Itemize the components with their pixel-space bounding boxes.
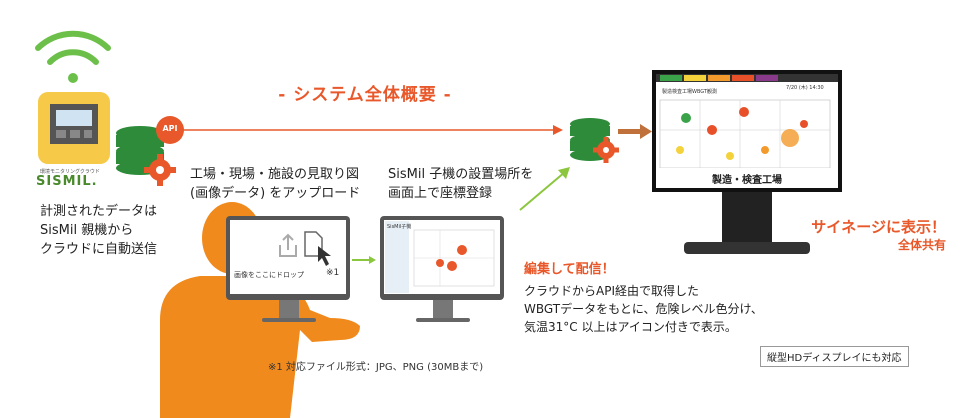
monitor-coordinates: [380, 216, 504, 322]
sensor-caption-line: 計測されたデータは: [40, 204, 158, 219]
upload-icon: [279, 233, 297, 257]
edit-description: クラウドからAPI経由で取得した WBGTデータをもとに、危険レベル色分け、 気…: [524, 282, 763, 336]
vertical-display-note: 縦型HDディスプレイにも対応: [760, 346, 909, 367]
upload-caption-line: (画像データ) をアップロード: [190, 186, 361, 201]
upload-caption-line: 工場・現場・施設の見取り図: [190, 167, 360, 182]
sensor-device-icon: [38, 92, 110, 164]
signage-display: [652, 70, 842, 254]
coordinate-caption: SisMil 子機の設置場所を 画面上で座標登録: [388, 165, 533, 203]
file-format-footnote: ※1 対応ファイル形式：JPG、PNG (30MBまで): [268, 362, 484, 373]
edit-line: 気温31°C 以上はアイコン付きで表示。: [524, 320, 737, 334]
sensor-caption-line: クラウドに自動送信: [40, 242, 158, 257]
sismil-logo-subtitle: 環境モニタリングクラウド: [40, 169, 100, 175]
sensor-caption-line: SisMil 親機から: [40, 223, 134, 238]
upload-caption: 工場・現場・施設の見取り図 (画像データ) をアップロード: [190, 165, 360, 203]
api-label: API: [162, 124, 178, 133]
sensor-caption: 計測されたデータは SisMil 親機から クラウドに自動送信: [40, 202, 157, 259]
coordinate-caption-line: 画面上で座標登録: [388, 186, 493, 201]
sensor-panel-title: SisMil子機: [387, 224, 412, 230]
signage-promo-sub: 全体共有: [897, 238, 946, 252]
wifi-icon: [35, 30, 111, 83]
sismil-logo: SISMIL.: [36, 174, 98, 189]
api-badge-icon: [156, 116, 184, 144]
edit-heading: 編集して配信！: [524, 258, 615, 277]
coordinate-caption-line: SisMil 子機の設置場所を: [388, 167, 534, 182]
signage-header-text: 7/20 (木) 14:30: [786, 85, 824, 91]
drop-zone-label[interactable]: 画像をここにドロップ: [234, 270, 304, 280]
gear-icon-right: [593, 137, 619, 163]
diagram-title: - システム全体概要 -: [278, 85, 452, 105]
document-icon: [304, 231, 323, 257]
signage-screen-label: 製造・検査工場: [712, 175, 782, 186]
edit-line: WBGTデータをもとに、危険レベル色分け、: [524, 302, 763, 316]
drop-note: ※1: [326, 268, 340, 278]
edit-line: クラウドからAPI経由で取得した: [524, 284, 699, 298]
drop-zone-text: 画像をここにドロップ: [234, 271, 304, 279]
signage-promo: サイネージに表示！: [811, 218, 946, 236]
edit-heading-text: 編集して配信！: [524, 262, 615, 277]
gear-icon: [144, 154, 176, 186]
database-icon-right: [570, 118, 610, 161]
signage-map-title: 製造検査工場WBGT観測: [662, 89, 718, 95]
cursor-icon: [318, 246, 331, 266]
